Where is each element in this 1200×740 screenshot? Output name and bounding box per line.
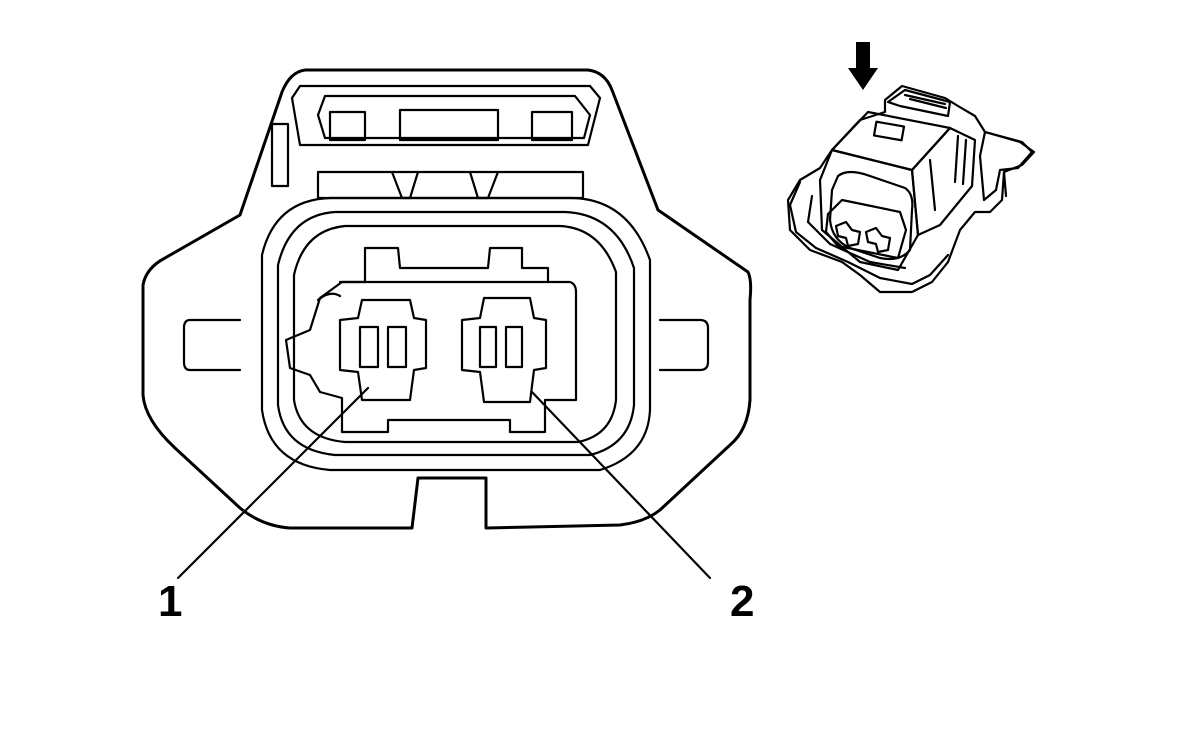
latch-tab-left	[328, 110, 367, 142]
iso-side-ribs	[928, 134, 968, 212]
leader-line-2	[530, 390, 712, 580]
latch-window	[398, 108, 500, 142]
iso-bottom-flange	[788, 180, 950, 286]
pin-label-1: 1	[158, 577, 183, 626]
connector-face-view	[141, 68, 753, 580]
cavity-2	[460, 296, 548, 404]
connector-isometric-view	[786, 42, 1036, 294]
iso-side-face	[910, 126, 977, 237]
iso-housing-outline	[786, 84, 1036, 294]
down-arrow-icon	[848, 42, 878, 90]
iso-rear-clip	[978, 130, 1034, 202]
side-rib	[270, 122, 290, 188]
ear-left	[182, 318, 242, 372]
iso-top-window	[872, 120, 906, 142]
latch-inner	[316, 94, 592, 140]
cavity-2-contact-b	[504, 325, 524, 369]
seal-ring-inner	[292, 224, 618, 444]
iso-cavity-2	[864, 226, 892, 254]
iso-top-face	[830, 110, 952, 172]
lock-ramps	[390, 170, 500, 200]
terminal-carrier	[284, 246, 578, 434]
pin-label-2: 2	[730, 577, 755, 626]
iso-seal-edge	[806, 194, 907, 270]
iso-cavity-1	[834, 220, 862, 248]
seal-ring-middle	[276, 210, 636, 457]
carrier-notch	[316, 292, 342, 302]
latch-tab-right	[530, 110, 574, 142]
iso-front-inner	[828, 170, 914, 261]
ear-right	[658, 318, 710, 372]
cavity-2-contact-a	[478, 325, 498, 369]
cavity-1	[338, 298, 428, 402]
outer-housing	[141, 68, 753, 530]
iso-latch	[886, 88, 952, 118]
cavity-1-contact-a	[358, 325, 380, 369]
iso-terminal-block	[824, 198, 908, 260]
cavity-1-contact-b	[386, 325, 408, 369]
seal-ring-outer	[260, 196, 652, 472]
latch-frame	[290, 84, 602, 147]
lock-bar	[316, 170, 585, 200]
leader-line-1	[176, 386, 370, 580]
